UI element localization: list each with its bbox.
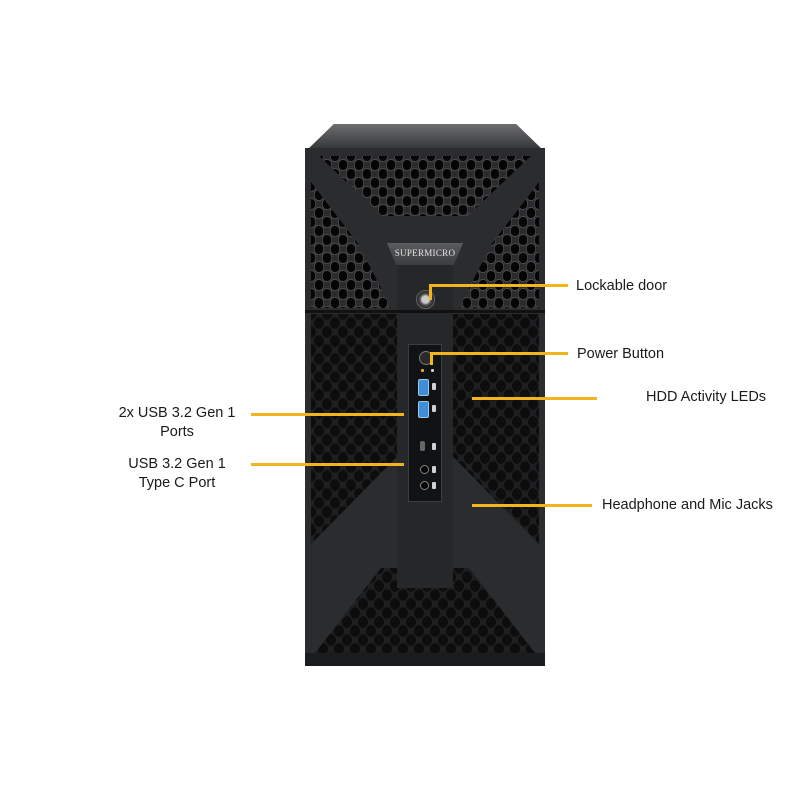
lockable-door-label: Lockable door [576,278,668,294]
usb-typec-label-line1: USB 3.2 Gen 1 [128,456,226,472]
lockable-door-line-drop [429,284,432,300]
usb-icon [432,405,436,412]
headphone-line [472,504,592,507]
hdd-led-line [472,397,597,400]
usb-ports-label-line1: 2x USB 3.2 Gen 1 [118,405,236,421]
chassis-body: SUPERMICRO [305,148,545,666]
chassis-top-bevel [305,124,545,152]
usb-port-2[interactable] [418,401,429,418]
lock-icon[interactable] [416,290,435,309]
headphone-mic-jacks-label: Headphone and Mic Jacks [602,497,773,513]
power-button-line-drop [430,352,433,365]
server-chassis: SUPERMICRO [305,124,545,666]
headphone-icon [432,466,436,473]
panel-divider [305,310,545,313]
brand-logo: SUPERMICRO [394,248,456,258]
power-button-line [431,352,568,355]
usb-icon [432,383,436,390]
lockable-door-line [430,284,568,287]
usb-typec-line [251,463,404,466]
hdd-activity-leds-label: HDD Activity LEDs [646,389,767,405]
hdd-led [431,369,434,372]
left-main-vent [311,314,397,544]
mic-jack[interactable] [420,481,429,490]
headphone-jack[interactable] [420,465,429,474]
bottom-trim [305,653,545,666]
logo-plate: SUPERMICRO [387,243,463,265]
usb-ports-label: 2x USB 3.2 Gen 1 Ports [108,404,246,442]
usb-ports-line [251,413,404,416]
usb-typec-label-line2: Type C Port [138,475,216,491]
usb-port-1[interactable] [418,379,429,396]
power-led [421,369,424,372]
power-button-label: Power Button [577,346,665,362]
right-main-vent [453,314,539,544]
usb-typec-label: USB 3.2 Gen 1 Type C Port [108,455,246,493]
top-vent [319,156,531,216]
usb-c-icon [432,443,436,450]
usb-ports-label-line2: Ports [160,424,194,440]
usb-typec-port[interactable] [420,441,425,451]
front-io-panel [408,344,442,502]
mic-icon [432,482,436,489]
